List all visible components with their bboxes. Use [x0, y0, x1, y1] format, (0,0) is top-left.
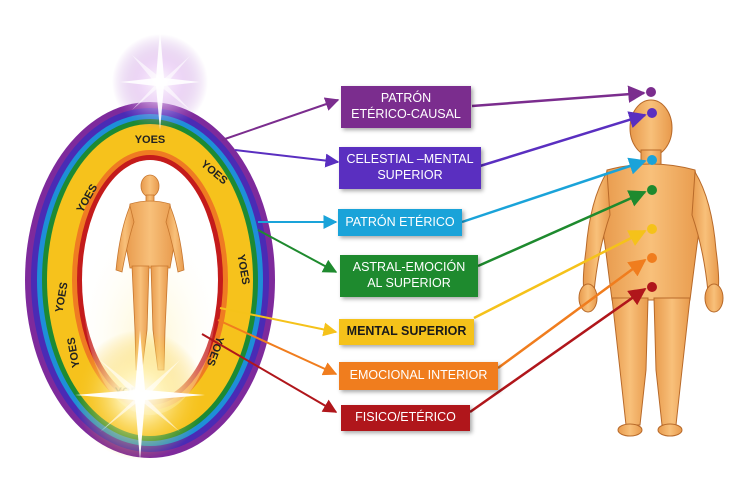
- aura-oval: YOES YOES YOES YOES YOES YOES YOES YOES: [25, 30, 275, 460]
- chakra-dot-heart: [647, 185, 657, 195]
- chakra-human-figure: [578, 99, 724, 437]
- chakra-dot-root: [647, 282, 657, 292]
- label-fisico-eterico: FISICO/ETÉRICO: [341, 405, 470, 431]
- chakra-dot-sacral: [647, 253, 657, 263]
- arrow-chakra-patron-eterico-causal: [471, 85, 646, 108]
- yoes-label: YOES: [135, 134, 166, 146]
- label-patron-eterico: PATRÓN ETÉRICO: [338, 209, 462, 236]
- chakra-dot-crown: [646, 87, 656, 97]
- chakra-dot-solar-plexus: [647, 224, 657, 234]
- arrow-aura-patron-eterico-causal: [221, 97, 340, 141]
- arrow-chakra-mental-superior: [473, 229, 647, 320]
- arrow-chakra-emocional: [497, 258, 647, 370]
- chakra-dot-throat: [647, 155, 657, 165]
- arrow-aura-emocional: [217, 319, 338, 376]
- arrow-aura-celestial-mental: [234, 149, 340, 168]
- arrow-chakra-celestial-mental: [479, 111, 647, 168]
- arrow-chakra-fisico: [469, 287, 647, 414]
- label-text: ASTRAL-EMOCIÓN AL SUPERIOR: [352, 260, 466, 290]
- label-emocional-interior: EMOCIONAL INTERIOR: [339, 362, 498, 390]
- label-patron-eterico-causal: PATRÓN ETÉRICO-CAUSAL: [341, 86, 471, 128]
- arrow-chakra-patron-eterico: [461, 157, 647, 224]
- arrow-aura-astral: [257, 229, 338, 273]
- arrow-aura-mental-superior: [219, 307, 338, 337]
- label-celestial-mental-superior: CELESTIAL –MENTAL SUPERIOR: [339, 147, 481, 189]
- top-light-glow: [112, 30, 208, 130]
- arrow-aura-fisico: [201, 333, 338, 413]
- bottom-light-glow: [75, 330, 205, 460]
- label-to-chakra-arrows: [461, 85, 647, 414]
- label-text: FISICO/ETÉRICO: [355, 410, 456, 425]
- yoes-label: YOES: [53, 281, 70, 313]
- yoes-label: YOES: [234, 253, 251, 285]
- arrow-chakra-astral: [477, 190, 647, 268]
- label-text: PATRÓN ETÉRICO: [345, 214, 455, 229]
- chakra-dots: [646, 87, 657, 292]
- inner-human-figure: [115, 174, 185, 371]
- yoes-label: YOES: [65, 336, 82, 368]
- label-text: MENTAL SUPERIOR: [346, 324, 467, 339]
- label-mental-superior: MENTAL SUPERIOR: [339, 319, 474, 345]
- label-text: EMOCIONAL INTERIOR: [349, 368, 488, 383]
- label-text: PATRÓN ETÉRICO-CAUSAL: [351, 91, 461, 121]
- chakra-dot-third-eye: [647, 108, 657, 118]
- aura-to-label-arrows: [201, 97, 340, 413]
- label-text: CELESTIAL –MENTAL SUPERIOR: [346, 152, 474, 182]
- label-astral-emocion-al-superior: ASTRAL-EMOCIÓN AL SUPERIOR: [340, 255, 478, 297]
